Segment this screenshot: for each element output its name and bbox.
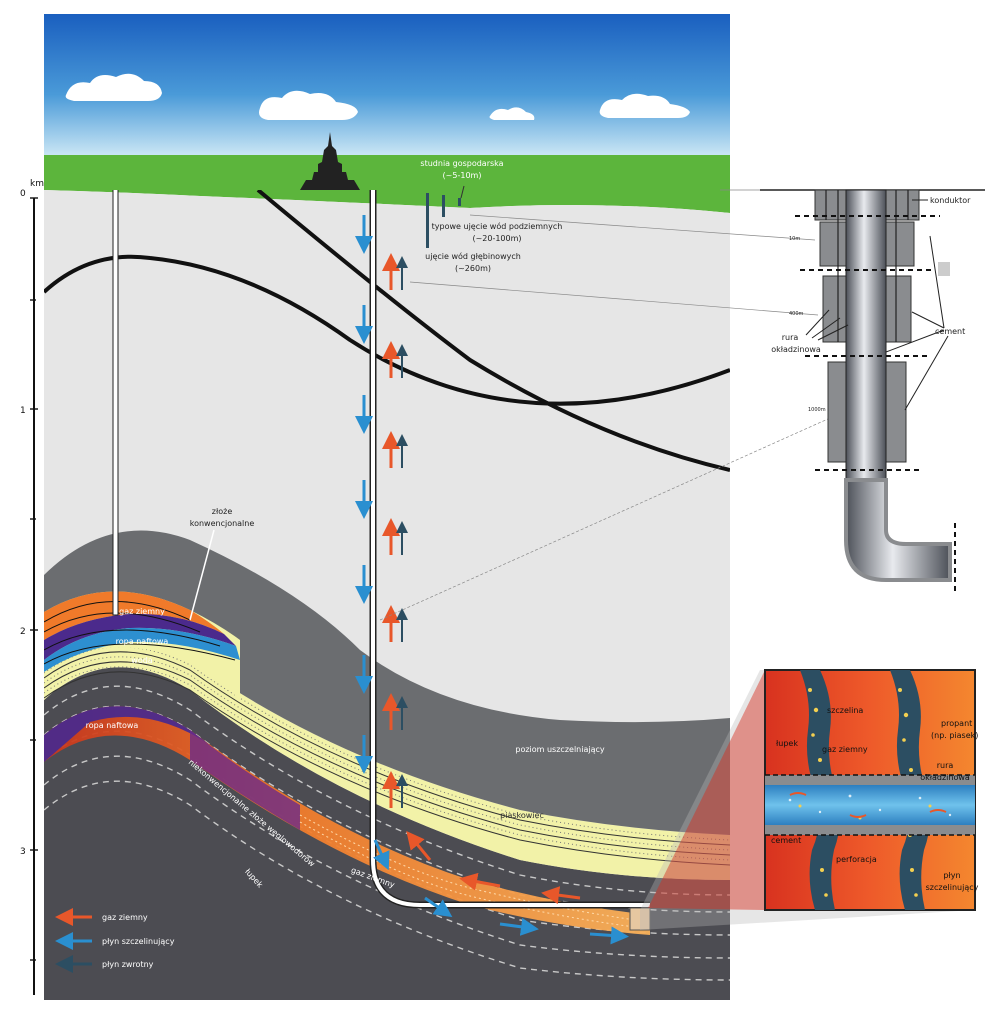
label-depth-1000m: 1000m [808, 407, 826, 413]
label-domestic-well: studnia gospodarska [420, 159, 503, 168]
label-oil-left: ropa naftowa [86, 721, 139, 730]
label-domestic-well-depth: (~5-10m) [443, 171, 482, 180]
legend-return-fluid: płyn zwrotny [102, 960, 154, 969]
label-oil: ropa naftowa [116, 637, 169, 646]
label-depth-400m: 400m [789, 311, 804, 317]
label-inset-gas: gaz ziemny [822, 745, 868, 754]
ground-surface [44, 155, 730, 213]
clouds [65, 73, 690, 120]
label-inset-frac-1: płyn [943, 871, 960, 880]
city-silhouette-icon [300, 132, 360, 190]
label-groundwater-well-depth: (~20-100m) [472, 234, 521, 243]
label-inset-shale: łupek [776, 739, 798, 748]
legend-gas: gaz ziemny [102, 913, 148, 922]
label-gas: gaz ziemny [119, 607, 165, 616]
label-cement: cement [935, 327, 965, 336]
label-sandstone: piaskowiec [500, 811, 544, 820]
label-inset-casing-1: rura [937, 761, 954, 770]
label-inset-casing-2: okładzinowa [920, 773, 970, 782]
label-depth-10m: 10m [789, 236, 800, 242]
label-groundwater-well: typowe ujęcie wód podziemnych [432, 221, 563, 231]
label-inset-frac-2: szczelinujący [926, 883, 979, 892]
flow-arrows [355, 215, 629, 945]
conventional-well [112, 190, 119, 616]
label-conductor: konduktor [930, 196, 971, 205]
depth-tick-3: 3 [20, 847, 26, 857]
depth-axis: km 0 1 2 3 [20, 179, 44, 995]
water-zone [44, 627, 240, 672]
water-wells [426, 185, 465, 248]
depth-tick-1: 1 [20, 406, 26, 416]
casing-inset: konduktor 10m 400m 1000m rura okładzinow… [760, 189, 985, 595]
label-deep-well: ujęcie wód głębinowych [425, 251, 521, 261]
label-conventional-1: złoże [212, 507, 233, 516]
seal-layer [44, 530, 730, 835]
label-casing-2: okładzinowa [771, 345, 821, 354]
label-water: woda [131, 656, 153, 665]
label-casing-1: rura [782, 333, 799, 342]
label-proppant-2: (np. piasek) [931, 731, 978, 740]
depth-unit: km [30, 179, 44, 189]
oil-zone [44, 613, 236, 660]
fault-line [256, 190, 730, 472]
label-deep-well-depth: (~260m) [455, 264, 491, 273]
label-conventional-2: konwencjonalne [190, 519, 255, 528]
legend: gaz ziemny płyn szczelinujący płyn zwrot… [55, 908, 175, 973]
label-inset-cement: cement [771, 836, 801, 845]
label-seal: poziom uszczelniający [515, 745, 605, 754]
label-perforation: perforacja [836, 855, 877, 864]
depth-tick-2: 2 [20, 627, 26, 637]
fracture-inset: szczelina propant (np. piasek) łupek gaz… [764, 669, 979, 911]
depth-tick-0: 0 [20, 189, 26, 199]
sandstone-layer [44, 641, 730, 880]
label-proppant-1: propant [941, 719, 972, 728]
legend-frac-fluid: płyn szczelinujący [102, 937, 175, 946]
label-fracture: szczelina [827, 706, 863, 715]
